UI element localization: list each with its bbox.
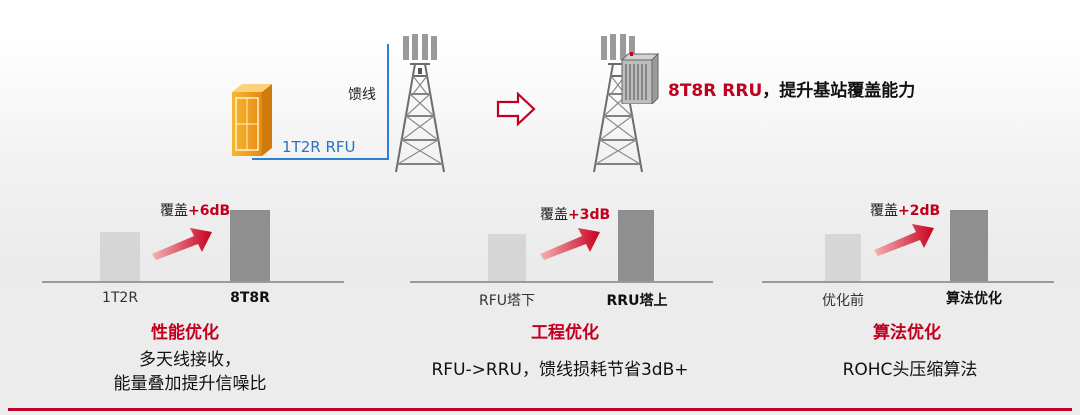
- gain-label: 覆盖+6dB: [160, 200, 230, 220]
- bar-after-label: RRU塔上: [606, 293, 668, 309]
- panel-baseline: [410, 281, 713, 283]
- panel-desc-line1: ROHC头压缩算法: [842, 360, 978, 380]
- panel-title: 性能优化: [151, 323, 219, 343]
- panel-title: 工程优化: [531, 323, 599, 343]
- bar-before-label: RFU塔下: [478, 293, 536, 309]
- tower-icon: [593, 34, 643, 173]
- rfu-label: 1T2R RFU: [282, 138, 356, 156]
- outline-arrow-icon: [496, 92, 536, 126]
- rru-unit-icon: [620, 52, 660, 104]
- bottom-accent-line: [8, 408, 1072, 411]
- feeder-line-vertical: [387, 44, 389, 160]
- panel-desc-line2: 能量叠加提升信噪比: [113, 374, 267, 394]
- gain-value: +6dB: [188, 203, 231, 219]
- gain-prefix: 覆盖: [540, 207, 568, 223]
- gain-arrow-icon: [540, 228, 600, 260]
- rru-headline-highlight: 8T8R RRU: [668, 81, 763, 101]
- bar-after: [950, 210, 988, 281]
- bar-before: [100, 232, 140, 281]
- bar-after-label: 8T8R: [230, 290, 270, 306]
- panel-desc-line1: RFU->RRU，馈线损耗节省3dB+: [431, 360, 689, 380]
- bar-before: [825, 234, 861, 281]
- bar-before: [488, 234, 526, 281]
- rru-headline: 8T8R RRU，提升基站覆盖能力: [668, 76, 915, 101]
- tower-icon: [395, 34, 445, 173]
- gain-value: +2dB: [898, 203, 941, 219]
- cabinet-icon: [232, 84, 272, 156]
- gain-label: 覆盖+2dB: [870, 200, 940, 220]
- bar-after-label: 算法优化: [946, 291, 1002, 307]
- feeder-label: 馈线: [348, 87, 376, 103]
- panel-baseline: [762, 281, 1054, 283]
- bar-before-label: 优化前: [822, 293, 864, 309]
- gain-label: 覆盖+3dB: [540, 204, 610, 224]
- feeder-line-horizontal: [252, 158, 388, 160]
- rru-headline-text: ，提升基站覆盖能力: [762, 81, 916, 101]
- gain-arrow-icon: [152, 228, 212, 260]
- bar-before-label: 1T2R: [101, 290, 139, 306]
- gain-prefix: 覆盖: [870, 203, 898, 219]
- panel-baseline: [42, 281, 344, 283]
- gain-prefix: 覆盖: [160, 203, 188, 219]
- gain-arrow-icon: [874, 224, 934, 256]
- bar-after: [618, 210, 654, 281]
- panel-desc-line1: 多天线接收，: [139, 350, 241, 370]
- gain-value: +3dB: [568, 207, 611, 223]
- bar-after: [230, 210, 270, 281]
- panel-title: 算法优化: [873, 323, 941, 343]
